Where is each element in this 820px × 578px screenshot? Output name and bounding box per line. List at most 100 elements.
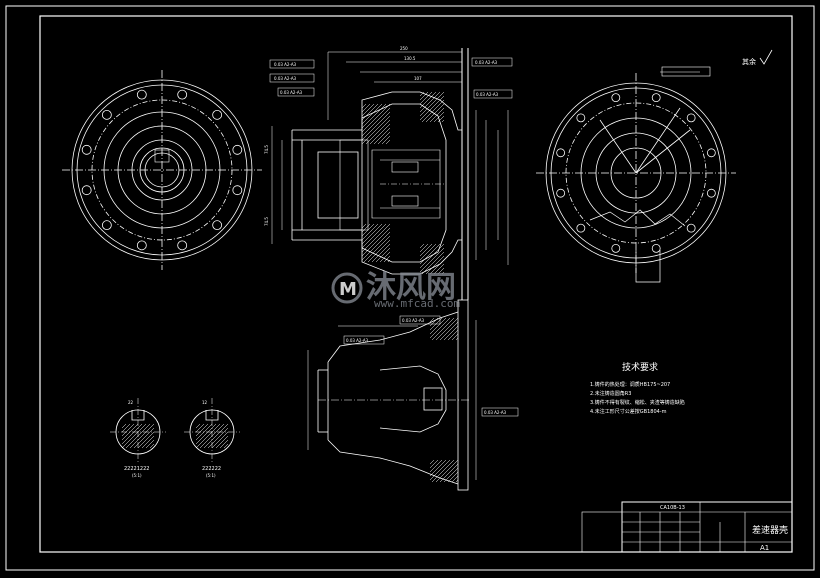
hatch-line [383,255,391,263]
hatch-line [361,223,371,233]
hatch-line [363,235,391,263]
hatch-line [361,223,383,245]
sheet-size: A1 [760,544,769,552]
hatch-line [129,423,155,449]
hatch-line [375,247,391,263]
bolt-hole [81,185,92,196]
hatch-line [429,459,439,469]
inner-frame [39,15,793,553]
bolt-hole [212,220,223,231]
hatch-line [215,435,229,449]
hatch-line [203,423,229,449]
bolt-hole [576,113,586,123]
hatch-line [195,423,221,449]
hatch-line [435,317,459,341]
hatch-line [149,443,155,449]
outer-frame [5,5,815,571]
drawing-code: CA10B-13 [660,505,685,511]
tolerance-frame-7: 0.03 A2-A3 [402,318,425,323]
bolt-hole [651,243,661,253]
watermark-logo-letter: M [339,279,357,300]
hatch-line [429,459,451,481]
hatch-line [419,91,429,101]
hatch-line [381,135,391,145]
main-section-view [271,48,509,300]
hatch-line [195,423,205,433]
bolt-hole [611,93,621,103]
hatch-line [419,247,445,273]
hatch-line [431,317,455,341]
section-detail-2 [184,398,240,462]
hatch-line [455,337,459,341]
hatch-line [441,271,445,275]
roughness-symbol [759,49,773,65]
tech-requirement-3: 3.铸件不得有裂纹、缩松、夹渣等铸造缺陷 [590,399,685,406]
bolt-hole [136,240,147,251]
dim-250: 250 [400,46,408,51]
section-code-2: (5:1) [206,473,216,478]
hatch-line [419,243,445,269]
hatch-line [443,325,459,341]
hatch-line [223,443,229,449]
hatch-line [419,95,445,121]
hatch-line [447,471,459,483]
lower-section-view [307,299,477,491]
bolt-hole [81,144,92,155]
hatch-line [379,251,391,263]
tech-requirement-2: 2.未注铸造圆角R3 [590,390,631,397]
hatch-line [219,439,229,449]
bolt-hole [556,148,566,158]
hatch-line [447,329,459,341]
hatch-line [365,119,391,145]
hatch-line [443,467,459,483]
hatch-line [145,439,155,449]
hatch-line [431,459,455,483]
hatch-line [419,91,433,105]
hatch-line [439,321,459,341]
hatch-line [429,259,445,275]
section-detail-1 [110,398,166,462]
hatch-line [419,243,429,253]
tolerance-frames: 0.03 A2-A3 0.03 A2-A3 0.03 A2-A3 0.03 A2… [269,57,519,417]
hatch-line [361,115,391,145]
bolt-hole [101,109,112,120]
hatch-line [133,427,155,449]
left-end-view [62,70,262,270]
hatch-line [435,459,459,483]
watermark-brand: 沐风网 [366,270,456,305]
hatch-line [419,243,437,261]
hatch-line [361,111,391,141]
hatch-line [137,431,155,449]
tech-requirement-4: 4.未注工形尺寸公差按GB1804-m [590,408,667,415]
hatch-line [419,91,437,109]
hatch-line [361,103,375,117]
section-code-1: (5:1) [132,473,142,478]
hatch-line [121,423,135,437]
hatch-line [419,91,425,97]
hatch-line [367,239,391,263]
hatch-line [429,317,451,339]
hatch-line [429,459,447,477]
roughness-note: 其余 [742,57,756,66]
hatch-line [125,423,151,449]
hatch-line [361,107,391,137]
hatch-line [121,423,147,449]
hatch-line [451,475,459,483]
hatch-line [361,227,391,257]
hatch-line [429,317,439,327]
tolerance-frame-6: 0.03 A2-A3 [346,338,369,343]
hatch-line [195,423,213,441]
hatch-line [361,223,375,237]
hatch-line [207,427,229,449]
watermark-logo-icon [331,272,363,304]
tolerance-frame-5: 0.03 A2-A3 [476,92,499,97]
hatch-line [361,223,367,229]
bolt-hole [576,223,586,233]
hatch-line [455,479,459,483]
dim-74-5-top: 74.5 [264,145,269,154]
hatch-line [425,255,445,275]
hatch-line [361,103,383,125]
hatch-line [425,103,445,123]
hatch-line [121,423,127,429]
